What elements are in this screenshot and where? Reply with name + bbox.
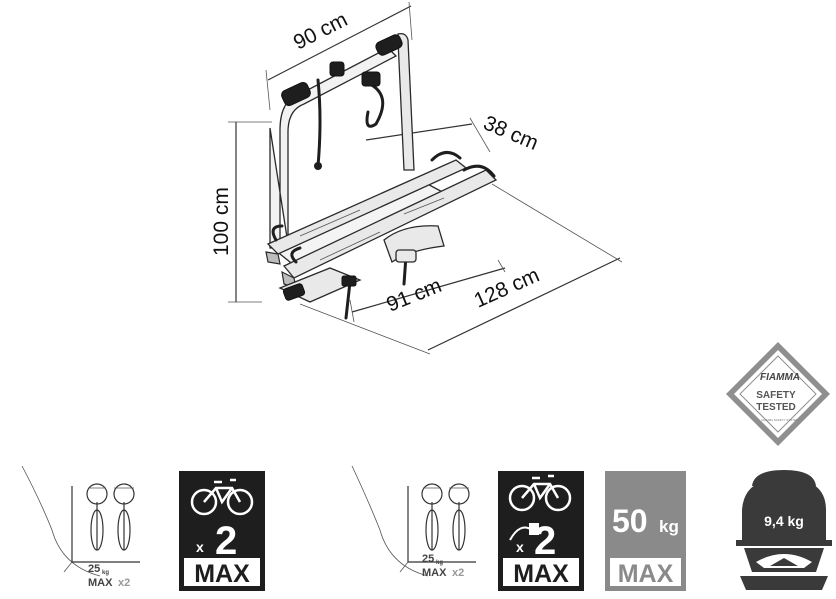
bicycle-icon: [508, 474, 572, 512]
ebikes-multiplier: x: [516, 539, 524, 555]
load-weight-2: 25: [422, 553, 434, 565]
badge-brand: FIAMMA: [760, 372, 800, 383]
load-per-bike-icon: 25 kg MAX x2: [21, 465, 140, 589]
bikes-count: 2: [215, 519, 237, 563]
dim-total-length-label: 128 cm: [471, 264, 543, 313]
load-per-bike-icon-2: 25 kg MAX x2: [351, 465, 476, 579]
plug-icon: [509, 523, 539, 541]
bike-rack-illustration: [265, 32, 498, 320]
badge-tested: TESTED: [756, 402, 795, 413]
load-unit-1: kg: [102, 570, 109, 576]
product-weight-value: 9,4 kg: [764, 513, 804, 529]
dim-width-label: 90 cm: [290, 8, 351, 54]
max-bikes-badge: x 2 MAX: [179, 471, 265, 591]
bike-outline-icon: [86, 483, 135, 551]
load-weight-1: 25: [88, 563, 100, 575]
ebikes-max: MAX: [513, 560, 569, 588]
max-load-value: 50: [612, 503, 648, 539]
dimension-lines: [228, 1, 623, 355]
max-load-badge: 50 kg MAX: [605, 471, 686, 591]
dim-height-label: 100 cm: [210, 187, 233, 256]
load-max-2: MAX: [422, 567, 447, 579]
badge-safety: SAFETY: [756, 390, 796, 401]
bikes-max: MAX: [194, 560, 250, 588]
max-ebikes-badge: x 2 MAX: [498, 471, 584, 591]
load-multiplier-1: x2: [118, 577, 130, 589]
product-weight-icon: 9,4 kg: [736, 470, 832, 590]
load-multiplier-2: x2: [452, 567, 464, 579]
max-load-max: MAX: [618, 560, 674, 588]
bikes-multiplier: x: [196, 539, 204, 555]
load-max-1: MAX: [88, 577, 113, 589]
bicycle-icon: [190, 478, 254, 516]
safety-tested-badge: FIAMMA SAFETY TESTED FIAMMA SAFETY SYSTE…: [726, 342, 830, 446]
max-load-unit: kg: [659, 517, 679, 536]
bike-outline-icon: [421, 483, 470, 551]
badge-fine-print: FIAMMA SAFETY SYSTEM: [761, 418, 799, 422]
load-unit-2: kg: [436, 560, 443, 566]
dim-inner-length-label: 91 cm: [383, 274, 445, 317]
ebikes-count: 2: [534, 519, 556, 563]
dim-depth-label: 38 cm: [480, 111, 542, 155]
